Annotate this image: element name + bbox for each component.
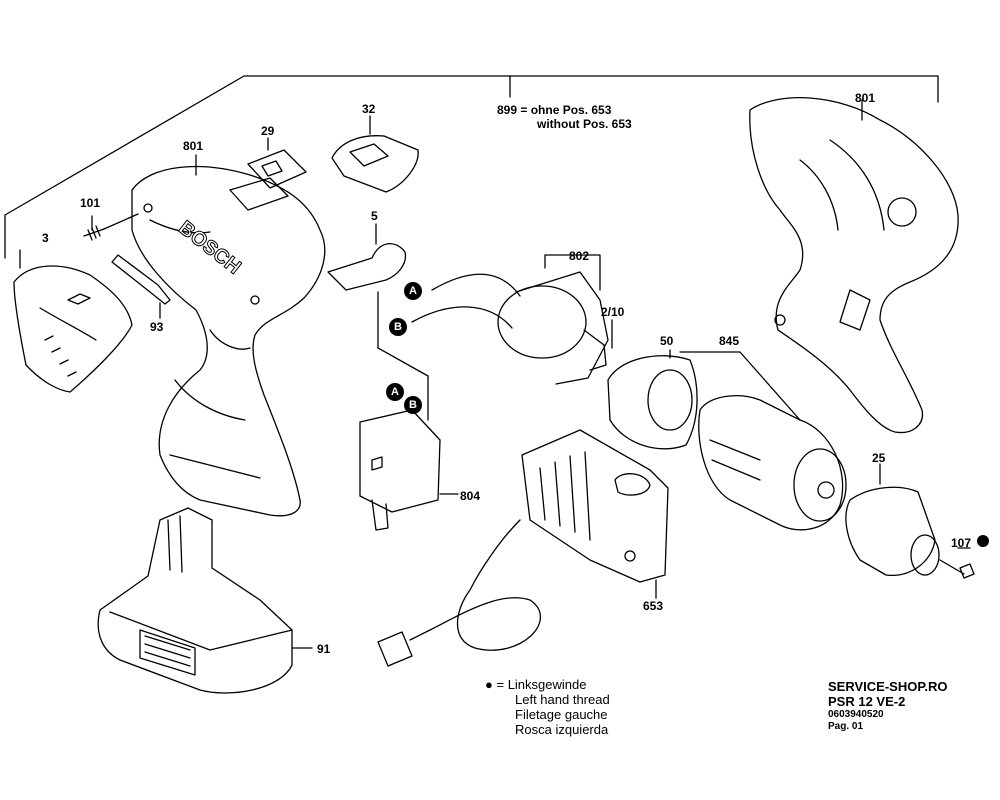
battery-91	[97, 507, 313, 694]
label-801-left: 801	[183, 139, 204, 153]
label-101: 101	[80, 196, 101, 210]
legend-de: = Linksgewinde	[496, 677, 587, 692]
screw-107	[939, 547, 975, 579]
housing-801-right	[749, 97, 959, 434]
charger-653	[377, 429, 669, 667]
left-hand-thread-marker	[977, 535, 989, 547]
label-107: 107	[951, 536, 972, 550]
gear-50	[607, 349, 698, 450]
label-5: 5	[371, 209, 378, 223]
assembly-bracket	[4, 75, 939, 259]
label-845: 845	[719, 334, 740, 348]
bosch-logo: BOSCH	[174, 217, 244, 279]
legend-bullet-icon: ●	[485, 677, 493, 692]
label-3: 3	[42, 231, 49, 245]
page-number: Pag. 01	[828, 721, 864, 732]
label-2-10: 2/10	[601, 305, 625, 319]
connector-b-motor: B	[389, 318, 407, 336]
model-code: 0603940520	[828, 709, 884, 720]
side-cover-3	[13, 249, 133, 393]
housing-801-left	[131, 154, 326, 517]
connector-a-motor: A	[404, 282, 422, 300]
note-line-1: 899 = ohne Pos. 653	[497, 103, 612, 117]
button-5	[327, 223, 407, 291]
label-25: 25	[872, 451, 886, 465]
label-29: 29	[261, 124, 275, 138]
label-802: 802	[569, 249, 590, 263]
screw-101	[83, 213, 139, 241]
legend-fr: Filetage gauche	[515, 707, 608, 722]
label-91: 91	[317, 642, 331, 656]
connector-a-switch: A	[386, 383, 404, 401]
gearbox-845	[679, 351, 847, 531]
label-50: 50	[660, 334, 674, 348]
label-32: 32	[362, 102, 376, 116]
thread-legend: ● = Linksgewinde Left hand thread Fileta…	[485, 677, 610, 737]
switch-cover-32	[331, 115, 419, 193]
footer-info: SERVICE-SHOP.RO PSR 12 VE-2 0603940520 P…	[828, 679, 947, 733]
bit-93	[111, 254, 171, 319]
note-line-2: without Pos. 653	[537, 117, 632, 131]
label-801-right: 801	[855, 91, 876, 105]
chuck-25	[845, 463, 940, 576]
label-804: 804	[460, 489, 481, 503]
legend-en: Left hand thread	[515, 692, 610, 707]
motor-802	[411, 254, 613, 385]
shop-name: SERVICE-SHOP.RO	[828, 679, 948, 694]
legend-es: Rosca izquierda	[515, 722, 609, 737]
plate-29	[247, 137, 307, 189]
model-name: PSR 12 VE-2	[828, 694, 906, 709]
label-93: 93	[150, 320, 164, 334]
connector-b-switch: B	[404, 396, 422, 414]
label-653: 653	[643, 599, 664, 613]
